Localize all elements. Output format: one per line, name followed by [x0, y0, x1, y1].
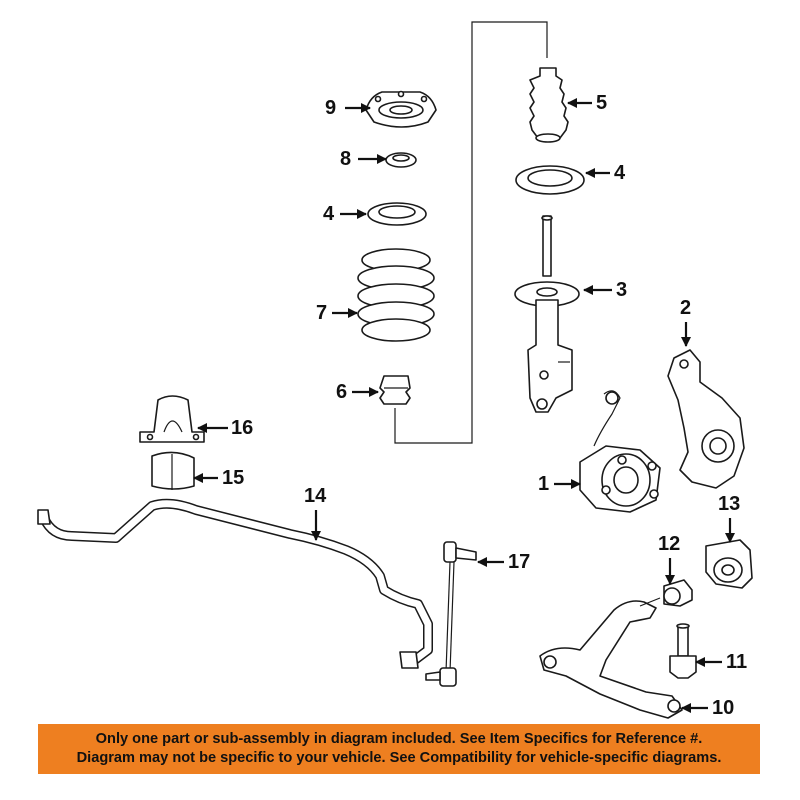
part-14-stabilizer-bar — [37, 498, 433, 669]
part-9-strut-mount — [365, 90, 437, 128]
disclaimer-line-2: Diagram may not be specific to your vehi… — [76, 750, 722, 766]
callout-2: 2 — [680, 297, 692, 319]
part-4-spring-seat-left — [367, 202, 427, 226]
callout-9: 9 — [325, 97, 337, 119]
part-16-stabilizer-bracket — [139, 395, 205, 443]
callout-15: 15 — [222, 467, 245, 489]
disclaimer-line-1: Only one part or sub-assembly in diagram… — [95, 731, 703, 747]
suspension-parts-diagram — [37, 21, 753, 719]
part-7-coil-spring — [357, 248, 435, 342]
assembly-bracket-line — [394, 21, 548, 444]
callout-17: 17 — [508, 551, 531, 573]
part-13-control-arm-bushing — [705, 539, 753, 589]
part-8-bearing — [385, 152, 417, 168]
part-3-strut — [514, 215, 580, 413]
part-5-dust-boot — [529, 67, 569, 143]
callout-14: 14 — [304, 485, 327, 507]
callout-6: 6 — [336, 381, 348, 403]
callout-11: 11 — [726, 651, 748, 673]
part-11-ball-joint-bolt — [669, 623, 697, 679]
callout-10: 10 — [712, 697, 735, 719]
callout-4-right: 4 — [614, 162, 626, 184]
callout-16: 16 — [231, 417, 254, 439]
part-15-stabilizer-bushing — [151, 451, 195, 490]
part-4-spring-seat-right — [515, 165, 585, 195]
part-10-lower-control-arm — [539, 597, 683, 719]
part-17-stabilizer-link — [425, 541, 477, 687]
callout-5: 5 — [596, 92, 608, 114]
part-1-hub-bearing — [579, 390, 661, 513]
callout-13: 13 — [718, 493, 741, 515]
callout-3: 3 — [616, 279, 628, 301]
leader-lines — [193, 98, 735, 713]
part-2-steering-knuckle — [667, 349, 745, 489]
callout-8: 8 — [340, 148, 352, 170]
callout-7: 7 — [316, 302, 328, 324]
part-12-control-arm-bushing — [663, 579, 693, 607]
callout-4-left: 4 — [323, 203, 335, 225]
callout-1: 1 — [538, 473, 550, 495]
callout-12: 12 — [658, 533, 681, 555]
disclaimer-banner: Only one part or sub-assembly in diagram… — [38, 724, 760, 774]
part-6-bump-stop — [379, 375, 411, 405]
